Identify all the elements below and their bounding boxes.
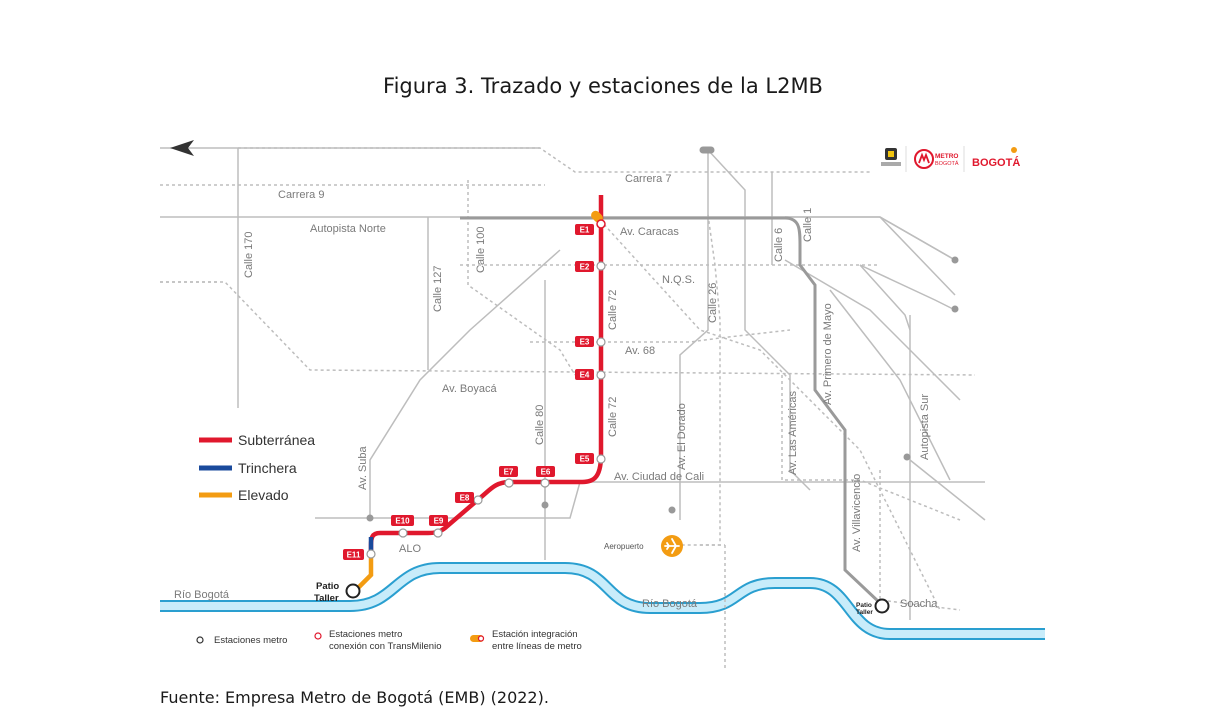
station-badges: E1 E2 E3 E4 E5 E6 E7 E8 E9 E10 E11: [343, 224, 594, 560]
integration-station-e1[interactable]: [589, 209, 606, 229]
patio-taller-l1[interactable]: [874, 598, 890, 614]
l2mb-line-elevado: [354, 553, 374, 592]
svg-text:Av. Primero de Mayo: Av. Primero de Mayo: [822, 303, 834, 405]
station-e6[interactable]: [540, 478, 550, 488]
figure-title: Figura 3. Trazado y estaciones de la L2M…: [383, 74, 823, 98]
patio-taller-label-2b: Taller: [856, 609, 873, 616]
svg-text:E3: E3: [580, 338, 590, 347]
svg-text:Elevado: Elevado: [238, 487, 289, 503]
svg-text:METRO: METRO: [935, 153, 958, 160]
svg-text:E11: E11: [347, 551, 361, 560]
svg-text:Autopista Sur: Autopista Sur: [919, 394, 931, 460]
svg-text:Subterránea: Subterránea: [238, 432, 315, 448]
svg-text:E10: E10: [395, 517, 410, 526]
svg-text:BOGOTÁ: BOGOTÁ: [972, 156, 1020, 169]
svg-text:Calle 1: Calle 1: [802, 208, 814, 242]
bottom-legend: Estaciones metro Estaciones metro conexi…: [196, 629, 582, 652]
svg-text:E1: E1: [580, 226, 590, 235]
svg-text:Carrera 9: Carrera 9: [278, 189, 324, 201]
svg-text:Calle 72: Calle 72: [607, 290, 619, 330]
svg-text:ALO: ALO: [399, 543, 421, 555]
svg-text:Calle 6: Calle 6: [773, 228, 785, 262]
svg-text:Río Bogotá: Río Bogotá: [174, 589, 230, 601]
svg-text:Calle 127: Calle 127: [432, 266, 444, 312]
svg-text:Calle 170: Calle 170: [243, 232, 255, 278]
svg-text:E4: E4: [580, 371, 590, 380]
svg-text:N.Q.S.: N.Q.S.: [662, 274, 695, 286]
svg-text:Av. 68: Av. 68: [625, 345, 655, 357]
arrow-left-icon: [170, 140, 194, 156]
svg-text:Estaciones metro: Estaciones metro: [214, 635, 287, 646]
station-e7[interactable]: [504, 478, 514, 488]
airport-label: Aeropuerto: [604, 542, 644, 551]
svg-text:Calle 80: Calle 80: [534, 405, 546, 445]
station-e8[interactable]: [473, 495, 483, 505]
svg-text:BOGOTÁ: BOGOTÁ: [935, 160, 959, 167]
station-e9[interactable]: [433, 528, 443, 538]
patio-taller-label-1b: Taller: [314, 593, 339, 604]
figure-source: Fuente: Empresa Metro de Bogotá (EMB) (2…: [160, 688, 549, 707]
station-e4[interactable]: [596, 370, 606, 380]
station-e3[interactable]: [596, 337, 606, 347]
l2mb-line-subterranea: [368, 195, 604, 550]
svg-text:Trinchera: Trinchera: [238, 460, 297, 476]
logos: METRO BOGOTÁ BOGOTÁ: [881, 146, 1020, 172]
svg-text:Av. Caracas: Av. Caracas: [620, 226, 679, 238]
metro-bogota-logo: METRO BOGOTÁ: [914, 149, 959, 169]
svg-text:Calle 72: Calle 72: [607, 397, 619, 437]
bogota-logo: BOGOTÁ: [972, 147, 1020, 169]
station-e5[interactable]: [596, 454, 606, 464]
station-e10[interactable]: [398, 528, 408, 538]
patio-taller-label-1a: Patio: [316, 581, 339, 592]
coat-of-arms-icon: [881, 148, 901, 166]
airplane-icon: [661, 535, 683, 557]
svg-text:Río Bogotá: Río Bogotá: [642, 598, 698, 610]
svg-text:Calle 100: Calle 100: [475, 227, 487, 273]
svg-text:Av. Las Américas: Av. Las Américas: [787, 391, 799, 475]
svg-text:E2: E2: [580, 263, 590, 272]
street-labels: Carrera 7 Carrera 9 Autopista Norte Av. …: [174, 173, 938, 610]
svg-text:Carrera 7: Carrera 7: [625, 173, 671, 185]
svg-text:conexión con TransMilenio: conexión con TransMilenio: [329, 641, 441, 652]
svg-text:E8: E8: [460, 494, 470, 503]
street-network: [160, 147, 986, 670]
svg-text:Estaciones metro: Estaciones metro: [329, 629, 402, 640]
svg-text:entre líneas de metro: entre líneas de metro: [492, 641, 582, 652]
svg-text:Av. Villavicencio: Av. Villavicencio: [851, 474, 863, 552]
svg-text:Av. Ciudad de Cali: Av. Ciudad de Cali: [614, 471, 704, 483]
svg-text:Calle 26: Calle 26: [707, 283, 719, 323]
svg-text:Autopista Norte: Autopista Norte: [310, 223, 386, 235]
svg-text:Av. Boyacá: Av. Boyacá: [442, 383, 498, 395]
legend: Subterránea Trinchera Elevado: [199, 432, 315, 503]
metro-line-1: [460, 216, 882, 605]
svg-text:Av. El Dorado: Av. El Dorado: [676, 403, 688, 470]
patio-taller-l2[interactable]: [345, 583, 361, 599]
svg-text:E5: E5: [580, 455, 590, 464]
svg-text:Estación integración: Estación integración: [492, 629, 578, 640]
svg-text:Av. Suba: Av. Suba: [357, 445, 369, 490]
station-e2[interactable]: [596, 261, 606, 271]
svg-text:E6: E6: [541, 468, 551, 477]
svg-text:E7: E7: [504, 468, 514, 477]
station-e11[interactable]: [366, 549, 376, 559]
svg-text:Soacha: Soacha: [900, 598, 938, 610]
patio-taller-label-2a: Patio: [856, 602, 872, 609]
svg-text:E9: E9: [434, 517, 444, 526]
